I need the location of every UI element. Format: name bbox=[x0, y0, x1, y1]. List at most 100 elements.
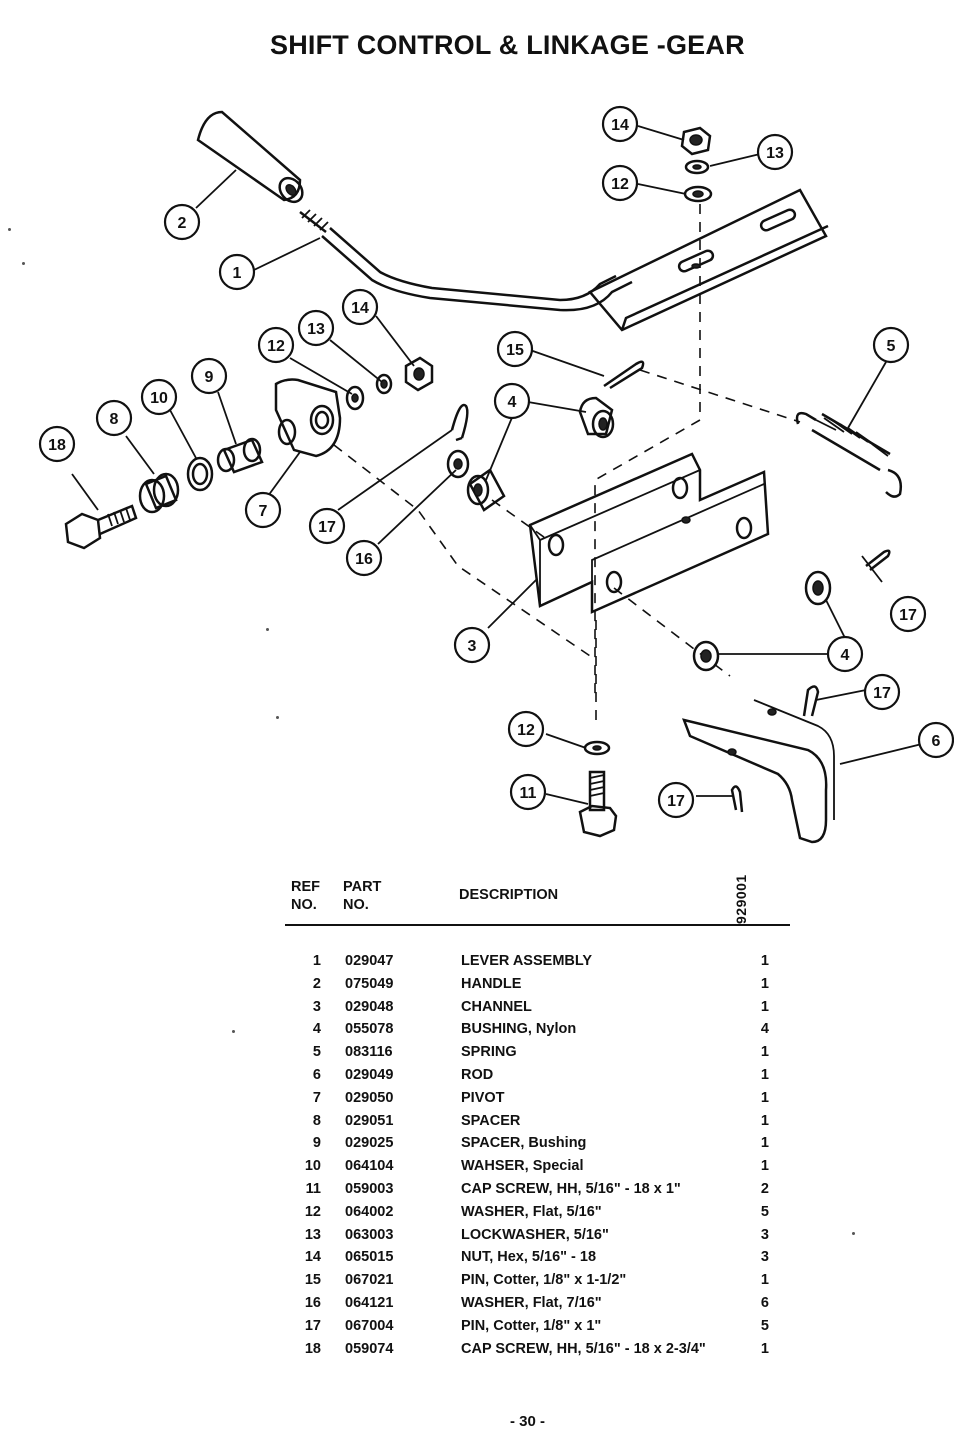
part-header-line2: NO. bbox=[343, 897, 369, 913]
part-no-cell: 067004 bbox=[345, 1317, 394, 1334]
ref-cell: 5 bbox=[312, 1044, 321, 1061]
nylon-bushing-left bbox=[466, 468, 506, 512]
callout-17-left: 17 bbox=[308, 507, 346, 545]
description-cell: HANDLE bbox=[461, 975, 522, 992]
nylon-bushing-right bbox=[692, 570, 832, 672]
description-cell: WAHSER, Special bbox=[461, 1158, 584, 1175]
svg-text:13: 13 bbox=[766, 145, 784, 162]
ref-cell: 4 bbox=[312, 1021, 321, 1038]
svg-text:15: 15 bbox=[506, 342, 524, 359]
part-no-cell: 029025 bbox=[345, 1135, 394, 1152]
part-no-cell: 067021 bbox=[345, 1272, 394, 1289]
callout-4-right: 4 bbox=[826, 635, 864, 673]
description-cell: CAP SCREW, HH, 5/16" - 18 x 1" bbox=[461, 1180, 681, 1197]
handle-part bbox=[196, 110, 304, 204]
ref-header-line1: REF bbox=[291, 879, 320, 895]
description-cell: SPACER, Bushing bbox=[461, 1135, 587, 1152]
description-cell: WASHER, Flat, 5/16" bbox=[461, 1203, 602, 1220]
part-no-cell: 083116 bbox=[345, 1044, 393, 1061]
callout-11: 11 bbox=[509, 773, 547, 811]
svg-text:10: 10 bbox=[150, 390, 168, 407]
part-no-cell: 029049 bbox=[345, 1066, 394, 1083]
callout-leaders bbox=[71, 125, 931, 805]
callout-16: 16 bbox=[345, 539, 383, 577]
lower-cap-screw-part bbox=[578, 740, 618, 838]
ref-cell: 3 bbox=[312, 998, 321, 1015]
svg-text:17: 17 bbox=[899, 607, 917, 624]
callout-14-mid: 14 bbox=[341, 288, 379, 326]
svg-text:12: 12 bbox=[517, 722, 535, 739]
callout-4-left: 4 bbox=[493, 382, 531, 420]
part-no-cell: 059074 bbox=[345, 1340, 394, 1357]
ref-cell: 11 bbox=[305, 1180, 321, 1197]
callout-14-top: 14 bbox=[601, 105, 639, 143]
ref-cell: 8 bbox=[312, 1112, 321, 1129]
svg-text:7: 7 bbox=[259, 503, 268, 520]
part-header-line1: PART bbox=[343, 879, 382, 895]
spacer-bushing-part bbox=[216, 437, 264, 474]
svg-text:12: 12 bbox=[611, 176, 629, 193]
ref-cell: 6 bbox=[312, 1066, 321, 1083]
cotter-pins-right bbox=[730, 549, 891, 813]
part-no-cell: 064104 bbox=[345, 1158, 394, 1175]
part-no-cell: 055078 bbox=[345, 1021, 394, 1038]
description-cell: WASHER, Flat, 7/16" bbox=[461, 1294, 602, 1311]
quantity-cell: 4 bbox=[760, 1021, 769, 1038]
svg-text:13: 13 bbox=[307, 321, 325, 338]
callout-6: 6 bbox=[917, 721, 954, 759]
callout-1: 1 bbox=[218, 253, 256, 291]
ref-cell: 12 bbox=[304, 1203, 321, 1220]
ref-cell: 18 bbox=[304, 1340, 321, 1357]
parts-table-header: REF NO. PART NO. DESCRIPTION 929001 bbox=[285, 866, 790, 926]
callout-7: 7 bbox=[244, 491, 282, 529]
part-no-cell: 075049 bbox=[345, 975, 394, 992]
scan-speck bbox=[8, 228, 11, 231]
quantity-cell: 1 bbox=[760, 953, 769, 969]
description-cell: LOCKWASHER, 5/16" bbox=[461, 1226, 609, 1243]
description-header: DESCRIPTION bbox=[459, 887, 559, 903]
part-no-cell: 059003 bbox=[345, 1180, 394, 1197]
part-no-cell: 029050 bbox=[345, 1089, 394, 1106]
rod-part bbox=[682, 699, 835, 844]
callout-15: 15 bbox=[496, 330, 534, 368]
callout-12-bottom: 12 bbox=[507, 710, 545, 748]
page-title: SHIFT CONTROL & LINKAGE -GEAR bbox=[270, 30, 745, 60]
description-cell: PIN, Cotter, 1/8" x 1" bbox=[461, 1317, 602, 1334]
ref-cell: 13 bbox=[304, 1226, 321, 1243]
quantity-cell: 1 bbox=[760, 998, 769, 1015]
part-no-cell: 029048 bbox=[345, 998, 394, 1015]
exploded-parts-diagram: 14 13 12 2 1 14 13 12 15 5 9 10 bbox=[38, 105, 954, 844]
svg-text:5: 5 bbox=[887, 338, 896, 355]
scan-speck bbox=[276, 716, 279, 719]
svg-text:4: 4 bbox=[841, 647, 850, 664]
callout-12-top: 12 bbox=[601, 164, 639, 202]
page-number: - 30 - bbox=[510, 1413, 546, 1430]
scan-speck bbox=[266, 628, 269, 631]
svg-text:17: 17 bbox=[667, 793, 685, 810]
svg-text:18: 18 bbox=[48, 437, 66, 454]
ref-no-header: REF NO. bbox=[291, 878, 320, 914]
ref-cell: 17 bbox=[304, 1317, 321, 1334]
part-no-cell: 029051 bbox=[345, 1112, 394, 1129]
ref-header-line2: NO. bbox=[291, 897, 317, 913]
description-cell: NUT, Hex, 5/16" - 18 bbox=[461, 1249, 597, 1266]
quantity-cell: 1 bbox=[760, 1135, 769, 1152]
part-no-cell: 064121 bbox=[345, 1294, 394, 1311]
part-no-cell: 065015 bbox=[345, 1249, 394, 1266]
svg-text:14: 14 bbox=[351, 300, 369, 317]
quantity-cell: 5 bbox=[760, 1203, 769, 1220]
description-cell: PIN, Cotter, 1/8" x 1-1/2" bbox=[461, 1272, 627, 1289]
svg-text:12: 12 bbox=[267, 338, 285, 355]
drawing-number: 929001 bbox=[733, 874, 749, 924]
